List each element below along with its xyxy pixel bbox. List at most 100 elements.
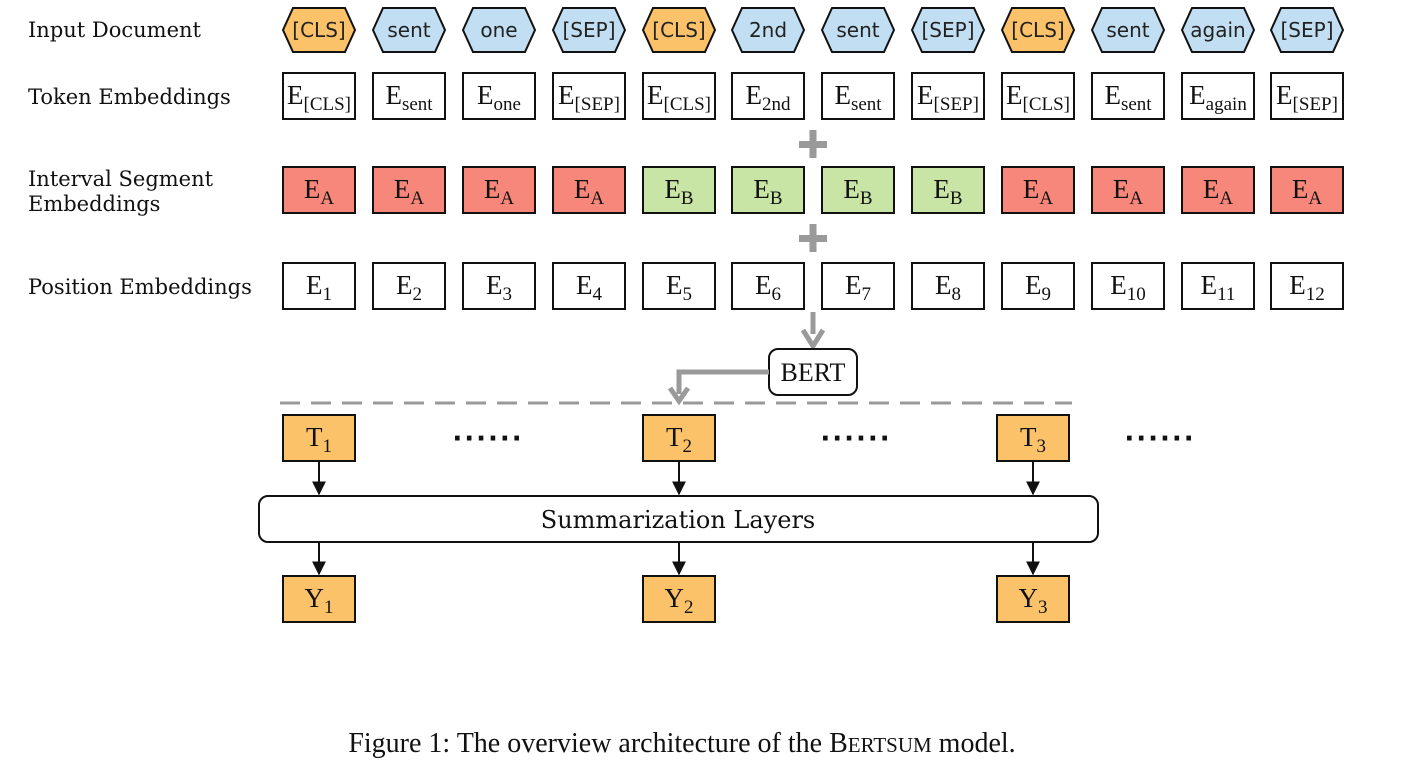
segment-embedding-4-label-base: E xyxy=(574,174,591,204)
token-label: [SEP] xyxy=(922,18,975,42)
token-embedding-8: E[SEP] xyxy=(911,72,985,120)
token-embedding-9-label-base: E xyxy=(1006,80,1023,110)
token-embedding-4-label: E[SEP] xyxy=(558,80,620,115)
token-embedding-6-label-base: E xyxy=(746,80,763,110)
segment-embedding-7-label-base: E xyxy=(843,174,860,204)
prediction-2-label-subscript: 2 xyxy=(684,597,694,618)
row-label-segment-line1: Interval Segment xyxy=(28,167,214,191)
token-embedding-12: E[SEP] xyxy=(1270,72,1344,120)
position-embedding-5: E5 xyxy=(642,262,716,310)
token-embedding-7-label: Esent xyxy=(834,80,882,115)
token-embedding-5: E[CLS] xyxy=(642,72,716,120)
segment-embedding-3-label-base: E xyxy=(484,174,501,204)
token-9: [CLS] xyxy=(1000,7,1076,53)
position-embedding-11-label-base: E xyxy=(1201,270,1218,300)
summarization-layers-box: Summarization Layers xyxy=(258,495,1099,543)
position-embedding-1-label-subscript: 1 xyxy=(323,284,333,305)
token-embedding-11-label-base: E xyxy=(1189,80,1206,110)
segment-embedding-8: EB xyxy=(911,166,985,214)
token-embedding-3-label: Eone xyxy=(477,80,521,115)
token-4: [SEP] xyxy=(551,7,627,53)
token-embedding-9-label-subscript: [CLS] xyxy=(1023,94,1071,115)
sentence-vector-1-label-base: T xyxy=(306,422,323,452)
segment-embedding-7: EB xyxy=(821,166,895,214)
position-embedding-6: E6 xyxy=(731,262,805,310)
segment-embedding-8-label-base: E xyxy=(933,174,950,204)
segment-embedding-4-label-subscript: A xyxy=(590,188,604,209)
token-embedding-8-label-subscript: [SEP] xyxy=(934,94,979,115)
segment-embedding-12-label-base: E xyxy=(1292,174,1309,204)
token-embedding-4-label-subscript: [SEP] xyxy=(575,94,620,115)
token-embedding-6: E2nd xyxy=(731,72,805,120)
sentence-vector-1-label: T1 xyxy=(306,422,332,457)
position-embedding-4-label: E4 xyxy=(576,270,603,305)
token-embedding-5-label: E[CLS] xyxy=(647,80,711,115)
plus-icon xyxy=(799,130,827,158)
segment-embedding-5-label-subscript: B xyxy=(681,188,694,209)
token-label: [SEP] xyxy=(563,18,616,42)
segment-embedding-10-label: EA xyxy=(1113,174,1144,209)
prediction-3-label-subscript: 3 xyxy=(1038,597,1048,618)
position-embedding-2: E2 xyxy=(372,262,446,310)
token-8: [SEP] xyxy=(910,7,986,53)
token-label: again xyxy=(1190,18,1245,42)
sentence-vector-3-label-base: T xyxy=(1020,422,1037,452)
position-embedding-6-label: E6 xyxy=(755,270,781,305)
segment-embedding-11-label: EA xyxy=(1203,174,1234,209)
token-label: sent xyxy=(836,18,879,42)
token-embedding-4-label-base: E xyxy=(558,80,575,110)
segment-embedding-11: EA xyxy=(1181,166,1255,214)
arrow-down-icon xyxy=(800,312,826,351)
position-embedding-5-label-base: E xyxy=(666,270,683,300)
token-embedding-2-label-subscript: sent xyxy=(402,94,433,115)
segment-embedding-12-label-subscript: A xyxy=(1308,188,1322,209)
token-embedding-2-label-base: E xyxy=(385,80,402,110)
segment-embedding-3-label-subscript: A xyxy=(500,188,514,209)
token-embedding-7-label-subscript: sent xyxy=(851,94,882,115)
segment-embedding-6-label: EB xyxy=(753,174,782,209)
token-label: 2nd xyxy=(749,18,787,42)
token-embedding-6-label-subscript: 2nd xyxy=(762,94,791,115)
segment-embedding-2-label: EA xyxy=(394,174,425,209)
token-embedding-11: Eagain xyxy=(1181,72,1255,120)
position-embedding-1-label-base: E xyxy=(306,270,323,300)
segment-embedding-7-label-subscript: B xyxy=(860,188,873,209)
prediction-1-label: Y1 xyxy=(305,583,334,618)
position-embedding-8-label-subscript: 8 xyxy=(952,284,962,305)
position-embedding-2-label-subscript: 2 xyxy=(413,284,423,305)
position-embedding-10: E10 xyxy=(1091,262,1165,310)
row-label-input-document: Input Document xyxy=(28,18,202,42)
position-embedding-7-label-subscript: 7 xyxy=(862,284,872,305)
position-embedding-10-label: E10 xyxy=(1110,270,1146,305)
segment-embedding-1-label-subscript: A xyxy=(320,188,334,209)
position-embedding-12: E12 xyxy=(1270,262,1344,310)
prediction-1-label-base: Y xyxy=(305,583,325,613)
token-embedding-11-label-subscript: again xyxy=(1206,94,1248,115)
prediction-1-label-subscript: 1 xyxy=(324,597,334,618)
sentence-vector-2-label-base: T xyxy=(666,422,683,452)
sentence-vector-1-label-subscript: 1 xyxy=(323,436,333,457)
plus-icon xyxy=(799,224,827,252)
token-5: [CLS] xyxy=(641,7,717,53)
bert-box: BERT xyxy=(768,348,858,396)
row-label-segment-line2: Embeddings xyxy=(28,192,160,216)
token-embedding-1-label-base: E xyxy=(287,80,304,110)
segment-embedding-1: EA xyxy=(282,166,356,214)
position-embedding-11-label-subscript: 11 xyxy=(1217,284,1235,305)
token-label: one xyxy=(480,18,517,42)
token-embedding-10: Esent xyxy=(1091,72,1165,120)
token-label: sent xyxy=(387,18,430,42)
prediction-2-label-base: Y xyxy=(665,583,685,613)
position-embedding-12-label-subscript: 12 xyxy=(1306,284,1325,305)
token-label: sent xyxy=(1106,18,1149,42)
segment-embedding-5-label: EB xyxy=(664,174,693,209)
position-embedding-9-label-subscript: 9 xyxy=(1042,284,1052,305)
position-embedding-2-label: E2 xyxy=(396,270,422,305)
token-embedding-10-label-subscript: sent xyxy=(1121,94,1152,115)
position-embedding-6-label-subscript: 6 xyxy=(772,284,782,305)
position-embedding-1: E1 xyxy=(282,262,356,310)
token-embedding-9-label: E[CLS] xyxy=(1006,80,1070,115)
token-embedding-3: Eone xyxy=(462,72,536,120)
position-embedding-9: E9 xyxy=(1001,262,1075,310)
